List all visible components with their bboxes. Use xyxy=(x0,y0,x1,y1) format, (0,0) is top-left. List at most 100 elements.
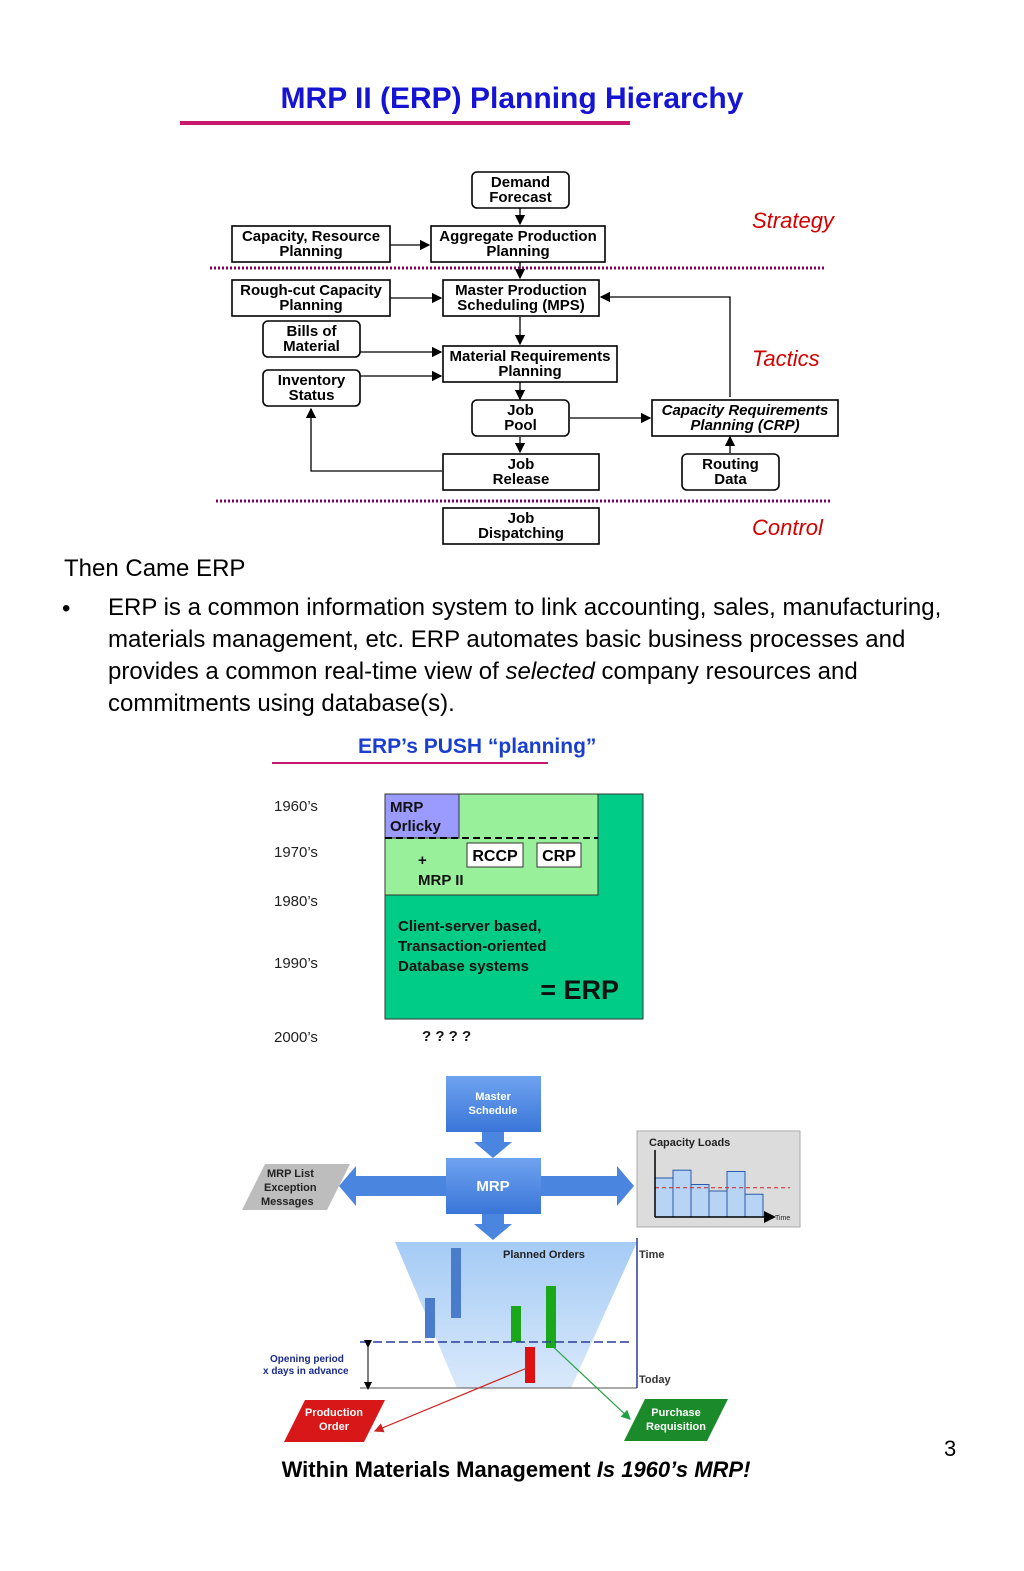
capacity-bar xyxy=(654,1177,674,1218)
level-strategy: Strategy xyxy=(752,208,836,233)
erp-text-1: Client-server based, xyxy=(398,918,541,935)
mrp2-label: MRP II xyxy=(418,872,464,889)
bullet-text-after: company resources and commitments using … xyxy=(108,658,858,717)
dispatching-l1: Job xyxy=(508,510,535,527)
decade-1990: 1990’s xyxy=(274,955,318,972)
page-number: 3 xyxy=(944,1436,957,1461)
aggregate-l2: Planning xyxy=(486,243,549,260)
mps-l2: Scheduling (MPS) xyxy=(457,297,585,314)
routing-l2: Data xyxy=(714,471,747,488)
crp-box xyxy=(651,399,839,437)
plus-label: + xyxy=(418,852,427,869)
erp-push-planning-figure: 1960’s 1970’s 1980’s 1990’s 2000’s MRP O… xyxy=(274,793,644,1046)
decade-2000: 2000’s xyxy=(274,1029,318,1046)
capacity-resource-planning-box xyxy=(231,225,391,263)
mps-l1: Master Production xyxy=(455,282,587,299)
capacity-resource-l1: Capacity, Resource xyxy=(242,228,380,245)
capacity-bar xyxy=(726,1171,746,1218)
today-label: Today xyxy=(639,1374,671,1386)
demand-forecast-box xyxy=(471,171,570,209)
page-title: MRP II (ERP) Planning Hierarchy xyxy=(280,82,744,115)
bom-l1: Bills of xyxy=(286,323,337,340)
order-bar-2 xyxy=(425,1298,435,1338)
bullet-text-before: ERP is a common information system to li… xyxy=(108,594,942,685)
push-title: ERP’s PUSH “planning” xyxy=(358,735,597,758)
demand-forecast-l2: Forecast xyxy=(489,189,552,206)
exception-l1: MRP List xyxy=(267,1168,314,1180)
caption-italic: Is 1960’s MRP! xyxy=(596,1457,751,1482)
job-release-l1: Job xyxy=(508,456,535,473)
orlicky-label: Orlicky xyxy=(390,818,442,835)
capacity-resource-l2: Planning xyxy=(279,243,342,260)
capacity-time-label: Time xyxy=(775,1215,790,1222)
capacity-bar xyxy=(672,1169,692,1218)
order-bar-3 xyxy=(511,1306,521,1342)
inventory-l1: Inventory xyxy=(278,372,346,389)
master-schedule-box xyxy=(446,1076,541,1132)
erp-text-3: Database systems xyxy=(398,958,529,975)
routing-data-box xyxy=(681,453,780,491)
order-bar-1 xyxy=(451,1248,461,1318)
production-order-box xyxy=(284,1400,385,1442)
unknown-label: ? ? ? ? xyxy=(422,1028,471,1045)
purchase-requisition-box xyxy=(624,1399,728,1441)
bullet-marker: • xyxy=(62,595,71,622)
master-schedule-l2: Schedule xyxy=(469,1105,518,1117)
demand-forecast-l1: Demand xyxy=(491,174,550,191)
rough-cut-capacity-planning-box xyxy=(231,279,391,317)
aggregate-l1: Aggregate Production xyxy=(439,228,597,245)
level-control: Control xyxy=(752,515,824,540)
job-pool-l1: Job xyxy=(507,402,534,419)
exception-l2: Exception xyxy=(264,1182,317,1194)
job-release-l2: Release xyxy=(493,471,550,488)
mrp-box xyxy=(442,345,618,383)
level-tactics: Tactics xyxy=(752,346,820,371)
inventory-l2: Status xyxy=(289,387,335,404)
mrp-label: MRP xyxy=(390,799,423,816)
dispatching-l2: Dispatching xyxy=(478,525,564,542)
purchase-requisition-l2: Requisition xyxy=(646,1421,706,1433)
capacity-bar xyxy=(708,1190,728,1218)
aggregate-production-planning-box xyxy=(430,225,606,263)
exception-messages-box xyxy=(242,1164,350,1210)
mrp-region xyxy=(384,793,460,839)
mps-box xyxy=(442,279,600,317)
push-title-underline xyxy=(272,762,548,764)
job-pool-l2: Pool xyxy=(504,417,537,434)
bom-l2: Material xyxy=(283,338,340,355)
inventory-status-box xyxy=(262,369,361,407)
capacity-loads-title: Capacity Loads xyxy=(649,1137,730,1149)
crp-l1: Capacity Requirements xyxy=(662,402,829,419)
crp-box xyxy=(536,842,582,868)
decade-1970: 1970’s xyxy=(274,844,318,861)
mrp-process-diagram: Master Schedule MRP MRP List Exception M… xyxy=(242,1076,801,1442)
crp-label: CRP xyxy=(542,848,576,865)
capacity-bar xyxy=(690,1184,710,1218)
planning-hierarchy-diagram: Demand Forecast Capacity, Resource Plann… xyxy=(210,171,839,545)
opening-period-l2: x days in advance xyxy=(263,1366,349,1377)
job-pool-box xyxy=(471,399,570,437)
mrp-center-box xyxy=(446,1158,541,1214)
exception-l3: Messages xyxy=(261,1196,314,1208)
mrp-center-label: MRP xyxy=(476,1178,509,1195)
capacity-bar xyxy=(744,1193,764,1218)
rccp-label: RCCP xyxy=(472,848,518,865)
order-bar-4 xyxy=(546,1286,556,1348)
time-label: Time xyxy=(639,1249,664,1261)
caption: Within Materials Management Is 1960’s MR… xyxy=(0,1457,1024,1483)
order-bar-5 xyxy=(525,1347,535,1383)
job-dispatching-box xyxy=(442,507,600,545)
routing-l1: Routing xyxy=(702,456,759,473)
mrp-l1: Material Requirements xyxy=(450,348,611,365)
erp-label: = ERP xyxy=(540,975,619,1005)
production-order-l2: Order xyxy=(319,1421,350,1433)
purchase-requisition-l1: Purchase xyxy=(651,1407,701,1419)
title-underline xyxy=(180,121,630,125)
crp-l2: Planning (CRP) xyxy=(690,417,799,434)
section-heading: Then Came ERP xyxy=(64,555,246,582)
caption-normal: Within Materials Management xyxy=(281,1457,597,1482)
bills-of-material-box xyxy=(262,320,361,358)
rough-cut-l2: Planning xyxy=(279,297,342,314)
bullet-text: ERP is a common information system to li… xyxy=(108,592,968,720)
mrp-l2: Planning xyxy=(498,363,561,380)
